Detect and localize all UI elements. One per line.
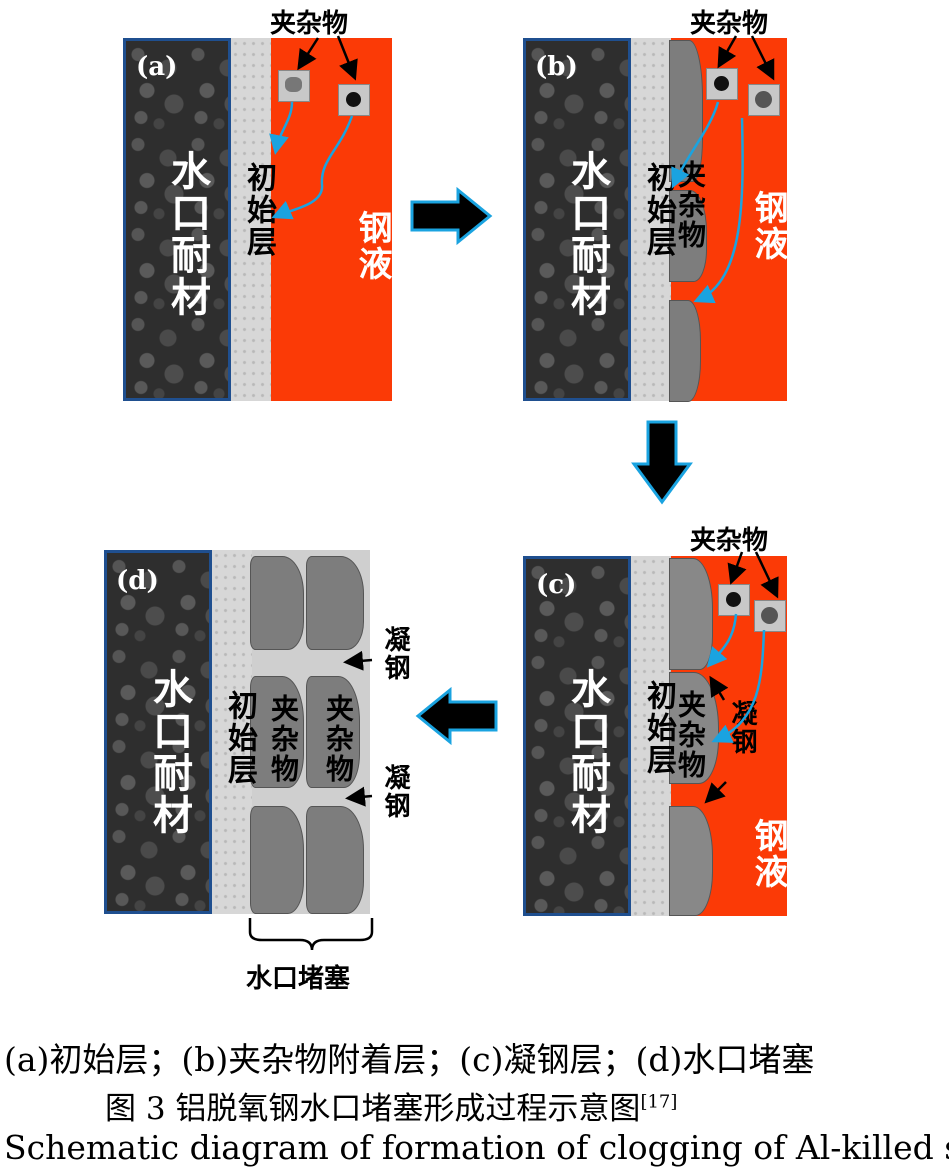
pointer-arrow: [727, 551, 747, 585]
pointer-arrow: [709, 675, 729, 701]
inclusion-particle: [754, 600, 786, 632]
frozen-steel-deposit: [669, 558, 713, 670]
inclusion-label: 夹杂物: [690, 526, 769, 556]
panel-tag: (c): [536, 570, 577, 600]
inclusion-deposit: [306, 556, 364, 650]
frozen-steel-label: 凝钢: [380, 626, 410, 682]
panel-tag: (b): [535, 52, 578, 82]
figure-title-en-text: Schematic diagram of formation of cloggi…: [4, 1128, 949, 1167]
figure-title-cn: 图 3 铝脱氧钢水口堵塞形成过程示意图[17]: [105, 1083, 677, 1128]
inclusion-particle: [338, 84, 370, 116]
pointer-arrow: [345, 786, 373, 807]
legend-caption: (a)初始层；(b)夹杂物附着层；(c)凝钢层；(d)水口堵塞: [4, 1040, 815, 1079]
inclusion-layer-label: 夹杂物: [267, 694, 300, 784]
figure-title-cn-ref: [17]: [640, 1091, 678, 1113]
inclusion-label: 夹杂物: [690, 9, 769, 39]
initial-layer: [631, 556, 671, 916]
initial-layer: [212, 550, 252, 914]
inclusion-deposit: [250, 556, 304, 650]
process-arrow-right: [410, 186, 493, 246]
flow-arrow: [269, 101, 294, 155]
pointer-arrow: [750, 35, 775, 81]
process-arrow-left: [415, 686, 498, 746]
panel-tag: (d): [116, 566, 159, 596]
initial-layer-label: 初始层: [641, 162, 676, 258]
frozen-steel-deposit: [669, 806, 713, 916]
process-arrow-down: [631, 420, 693, 505]
pointer-arrow: [704, 781, 727, 804]
initial-layer-label: 初始层: [241, 162, 276, 258]
refractory-label: 水口耐材: [564, 668, 611, 836]
figure-title-en: Schematic diagram of formation of cloggi…: [4, 1128, 949, 1167]
inclusion-layer-label: 夹杂物: [674, 690, 707, 780]
initial-layer-label: 初始层: [641, 680, 676, 776]
clog-brace: [248, 918, 374, 951]
inclusion-label: 夹杂物: [270, 9, 349, 39]
inclusion-deposit: [669, 190, 707, 282]
pointer-arrow: [297, 37, 320, 71]
pointer-arrow: [336, 35, 358, 81]
inclusion-deposit: [250, 676, 304, 788]
refractory-block: [104, 550, 212, 914]
refractory-label: 水口耐材: [564, 150, 611, 318]
flow-arrow: [671, 101, 720, 189]
steel-label: 钢液: [352, 210, 392, 282]
clog-label: 水口堵塞: [246, 964, 351, 994]
inclusion-layer-label: 夹杂物: [322, 694, 355, 784]
refractory-label: 水口耐材: [146, 668, 193, 836]
inclusion-deposit: [306, 676, 360, 788]
flow-arrow: [693, 117, 744, 304]
inclusion-deposit: [250, 806, 304, 914]
steel-label: 钢液: [748, 818, 788, 890]
refractory-block: [523, 38, 631, 401]
inclusion-deposit: [306, 806, 364, 914]
refractory-block: [523, 556, 631, 916]
initial-layer-label: 初始层: [222, 690, 257, 786]
flow-arrow: [706, 613, 738, 668]
initial-layer: [631, 38, 671, 401]
refractory-block: [123, 38, 231, 401]
frozen-steel-label: 凝钢: [380, 764, 410, 820]
inclusion-particle: [278, 70, 310, 102]
inclusion-deposit: [669, 40, 703, 182]
flow-arrow: [711, 629, 766, 743]
inclusion-particle: [748, 84, 780, 116]
initial-layer: [231, 38, 271, 401]
pointer-arrow: [754, 551, 779, 599]
figure-title-cn-text: 图 3 铝脱氧钢水口堵塞形成过程示意图: [105, 1091, 641, 1127]
pointer-arrow: [717, 35, 738, 69]
refractory-label: 水口耐材: [164, 150, 211, 318]
inclusion-particle: [706, 68, 738, 100]
flow-arrow: [271, 115, 354, 220]
inclusion-particle: [718, 584, 750, 616]
panel-tag: (a): [136, 52, 178, 82]
pointer-arrow: [343, 650, 373, 671]
steel-label: 钢液: [748, 190, 788, 262]
inclusion-deposit: [669, 300, 701, 402]
